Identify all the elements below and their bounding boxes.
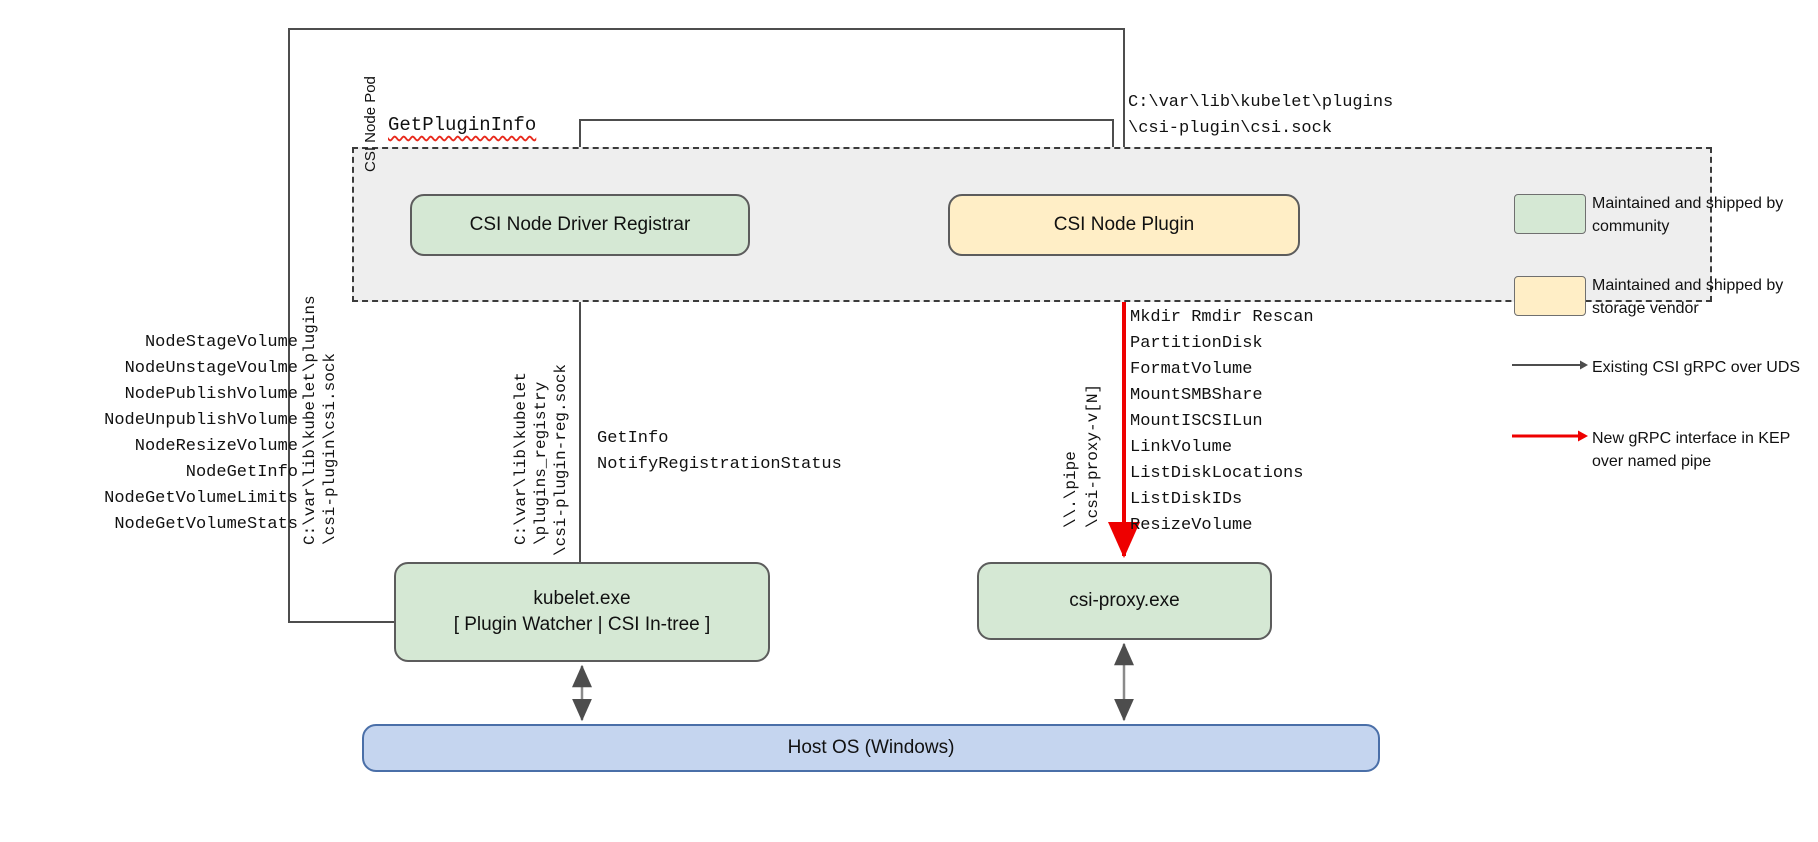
red-arrow-icon (1512, 430, 1588, 442)
node-host-os-label: Host OS (Windows) (787, 737, 955, 759)
node-csi-node-plugin-label: CSI Node Plugin (1053, 214, 1195, 236)
csi-node-pod-label: CSI Node Pod (362, 76, 379, 172)
legend-item-existing-grpc-label: Existing CSI gRPC over UDS (1592, 359, 1801, 376)
label-node-rpc-list: NodeStageVolume NodeUnstageVoulme NodePu… (104, 333, 298, 534)
legend-item-vendor-label: Maintained and shipped by storage vendor (1592, 277, 1784, 317)
label-registration-calls: GetInfo NotifyRegistrationStatus (597, 429, 842, 474)
legend: Maintained and shipped by community Main… (1508, 190, 1808, 507)
yellow-swatch-icon (1514, 276, 1586, 316)
label-get-plugin-info: GetPluginInfo (388, 114, 537, 136)
node-csi-node-driver-registrar-label: CSI Node Driver Registrar (469, 214, 691, 236)
legend-arrow-red-wrap (1508, 425, 1592, 443)
node-csi-proxy-exe[interactable]: csi-proxy.exe (977, 562, 1272, 640)
label-registry-path-line1: C:\var\lib\kubelet (512, 372, 530, 545)
label-registry-path-line3: \csi-plugin-reg.sock (552, 363, 570, 556)
legend-swatch-vendor-wrap (1508, 272, 1592, 316)
node-csi-proxy-exe-label: csi-proxy.exe (1069, 590, 1180, 612)
legend-arrow-gray-wrap (1508, 354, 1592, 372)
legend-item-vendor: Maintained and shipped by storage vendor (1508, 272, 1808, 320)
label-kubelet-csi-path-line1: C:\var\lib\kubelet\plugins (301, 295, 319, 545)
gray-arrow-icon (1512, 360, 1588, 370)
label-csi-proxy-operations: Mkdir Rmdir Rescan PartitionDisk FormatV… (1130, 308, 1314, 535)
legend-item-existing-grpc: Existing CSI gRPC over UDS (1508, 354, 1808, 379)
legend-item-new-grpc-label: New gRPC interface in KEP over named pip… (1592, 430, 1791, 470)
green-swatch-icon (1514, 194, 1586, 234)
node-csi-node-driver-registrar[interactable]: CSI Node Driver Registrar (410, 194, 750, 256)
legend-swatch-community-wrap (1508, 190, 1592, 234)
label-plugin-socket-path: C:\var\lib\kubelet\plugins \csi-plugin\c… (1128, 93, 1394, 138)
legend-item-new-grpc: New gRPC interface in KEP over named pip… (1508, 425, 1808, 473)
node-csi-node-plugin[interactable]: CSI Node Plugin (948, 194, 1300, 256)
label-named-pipe-line1: \\.\pipe (1062, 451, 1080, 528)
legend-item-community: Maintained and shipped by community (1508, 190, 1808, 238)
legend-item-community-label: Maintained and shipped by community (1592, 195, 1784, 235)
label-registry-path-line2: \plugins_registry (532, 381, 550, 545)
label-named-pipe-line2: \csi-proxy-v[N] (1084, 383, 1102, 528)
node-kubelet-exe-label: kubelet.exe [ Plugin Watcher | CSI In-tr… (453, 588, 711, 635)
node-kubelet-exe[interactable]: kubelet.exe [ Plugin Watcher | CSI In-tr… (394, 562, 770, 662)
label-kubelet-csi-path-line2: \csi-plugin\csi.sock (321, 352, 339, 545)
node-host-os[interactable]: Host OS (Windows) (362, 724, 1380, 772)
